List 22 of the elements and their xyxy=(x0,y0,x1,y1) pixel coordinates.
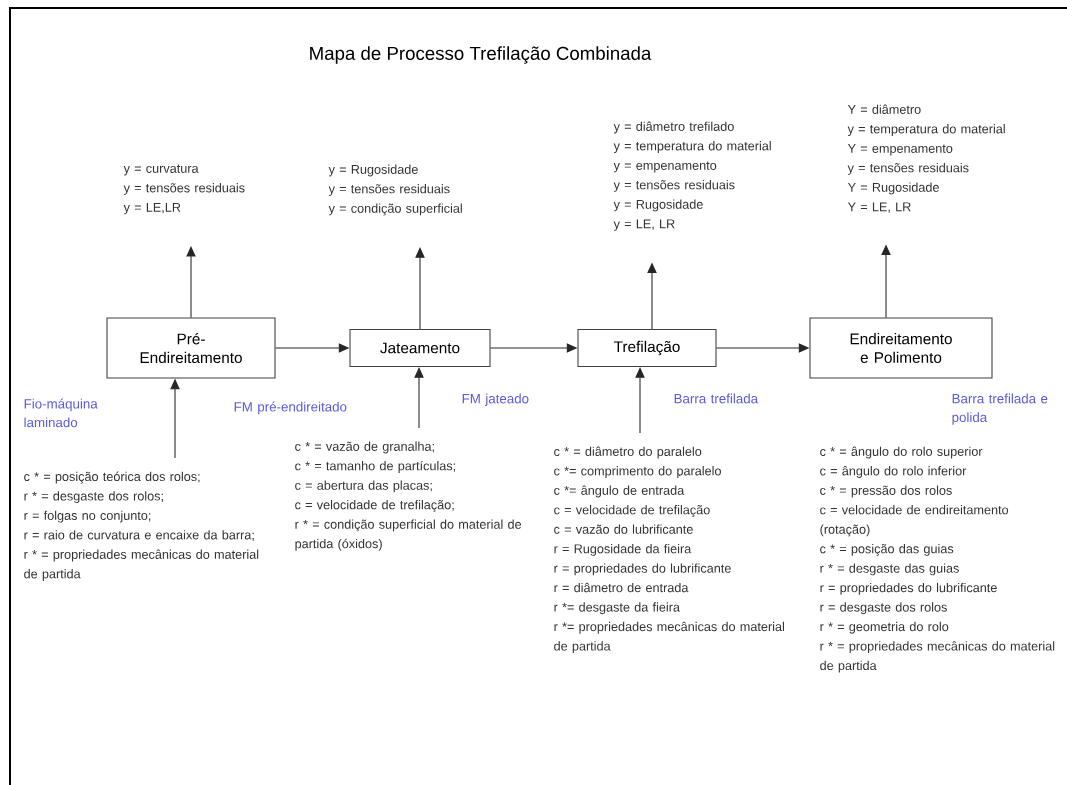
flow-material-label: Barra trefilada e polida xyxy=(952,393,1048,425)
process-box: Endireitamento e Polimento xyxy=(809,317,993,379)
arrow xyxy=(635,367,645,434)
flow-material-label: FM jateado xyxy=(462,393,529,406)
flow-material-label: FM pré-endireitado xyxy=(234,401,347,415)
output-list: Y = diâmetro y = temperatura do material Y = empenamento y = tensões residuais Y = Rugosidade Y = LE, LR xyxy=(847,104,1005,213)
arrow xyxy=(414,367,424,429)
flow-material-label: Barra trefilada xyxy=(674,393,759,404)
flow-material-label: Fio-máquina laminado xyxy=(24,398,98,428)
process-box: Pré-Endireitamento xyxy=(106,317,276,379)
input-list: c * = ângulo do rolo superior c = ângulo do rolo inferior c * = pressão dos rolos c = velocidade de endireitamento (rotação) c * = posição das guias r * = desgaste das guias r = propriedades do lubrificante r = desgaste dos rolos r * = geometria do rolo r * = propriedades mecânicas do material de partida xyxy=(820,446,1055,673)
process-box: Trefilação xyxy=(577,328,717,368)
input-list: c * = diâmetro do paralelo c *= comprimento do paralelo c *= ângulo de entrada c = velocidade de trefilação c = vazão do lubrificante r = Rugosidade da fieira r = propriedades do lubrificante r = diâmetro de entrada r *= desgaste da fieira r *= propriedades mecânicas do material de partida xyxy=(554,446,784,654)
process-box: Jateamento xyxy=(349,328,491,368)
output-list: y = diâmetro trefilado y = temperatura do material y = empenamento y = tensões residuais y = Rugosidade y = LE, LR xyxy=(613,121,771,231)
title: Mapa de Processo Trefilação Combinada xyxy=(310,46,652,64)
output-list: y = Rugosidade y = tensões residuais y = condição superficial xyxy=(328,164,462,216)
arrow xyxy=(415,247,425,330)
input-list: c * = vazão de granalha; c * = tamanho de partículas; c = abertura das placas; c = velocidade de trefilação; r * = condição superficial do material de partida (óxidos) xyxy=(295,441,522,551)
arrow xyxy=(186,246,196,318)
input-list: c * = posição teórica dos rolos; r * = desgaste dos rolos; r = folgas no conjunto; r = raio de curvatura e encaixe da barra; r * = propriedades mecânicas do material de partida xyxy=(24,471,259,581)
output-list: y = curvatura y = tensões residuais y = LE,LR xyxy=(123,164,245,215)
